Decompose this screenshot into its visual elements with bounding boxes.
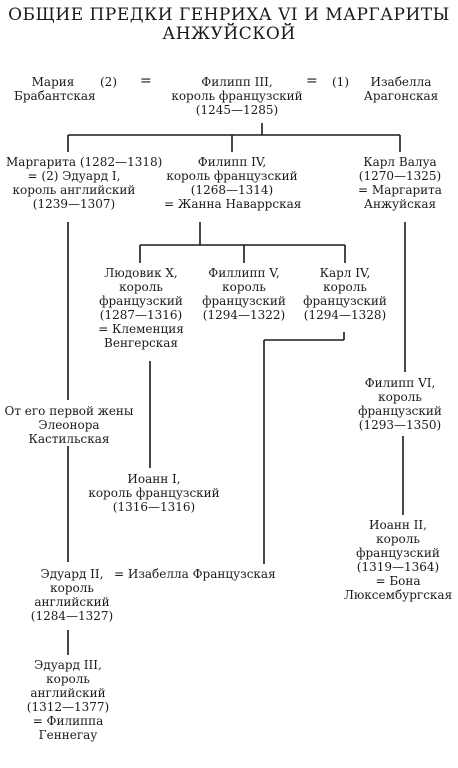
person-edward-3: Эдуард III, король английский (1312—1377…: [26, 658, 110, 742]
person-margarita: Маргарита (1282—1318) = (2) Эдуард I, ко…: [6, 155, 163, 211]
note-first-wife-eleanor: От его первой жены Элеонора Кастильская: [4, 404, 134, 446]
person-philip-5: Филлипп V, король французский (1294—1322…: [202, 266, 286, 322]
marriage-equals-right: =: [306, 73, 318, 89]
person-ioann-1: Иоанн I, король французский (1316—1316): [88, 472, 220, 514]
marriage-number-left: (2): [100, 75, 117, 89]
person-karl-4: Карл IV, король французский (1294—1328): [303, 266, 387, 322]
person-philip-4: Филипп IV, король французский (1268—1314…: [164, 155, 302, 211]
person-edward-2: Эдуард II, король английский (1284—1327): [30, 567, 114, 623]
chart-title-line-2: АНЖУЙСКОЙ: [162, 24, 296, 44]
person-philip-3: Филипп III, король французский (1245—128…: [171, 75, 303, 117]
person-isabella-aragon: Изабелла Арагонская: [363, 75, 439, 103]
person-philip-6: Филипп VI, король французский (1293—1350…: [358, 376, 442, 432]
person-louis-10: Людовик X, король французский (1287—1316…: [98, 266, 184, 350]
chart-title-line-1: ОБЩИЕ ПРЕДКИ ГЕНРИХА VI И МАРГАРИТЫ: [8, 5, 450, 25]
marriage-number-right: (1): [332, 75, 349, 89]
person-isabella-france: = Изабелла Французская: [114, 567, 276, 581]
person-ioann-2: Иоанн II, король французский (1319—1364)…: [343, 518, 453, 602]
person-karl-valois: Карл Валуа (1270—1325) = Маргарита Анжуй…: [358, 155, 442, 211]
marriage-equals-left: =: [140, 73, 152, 89]
person-maria-brabant: Мария Брабантская: [14, 75, 96, 103]
